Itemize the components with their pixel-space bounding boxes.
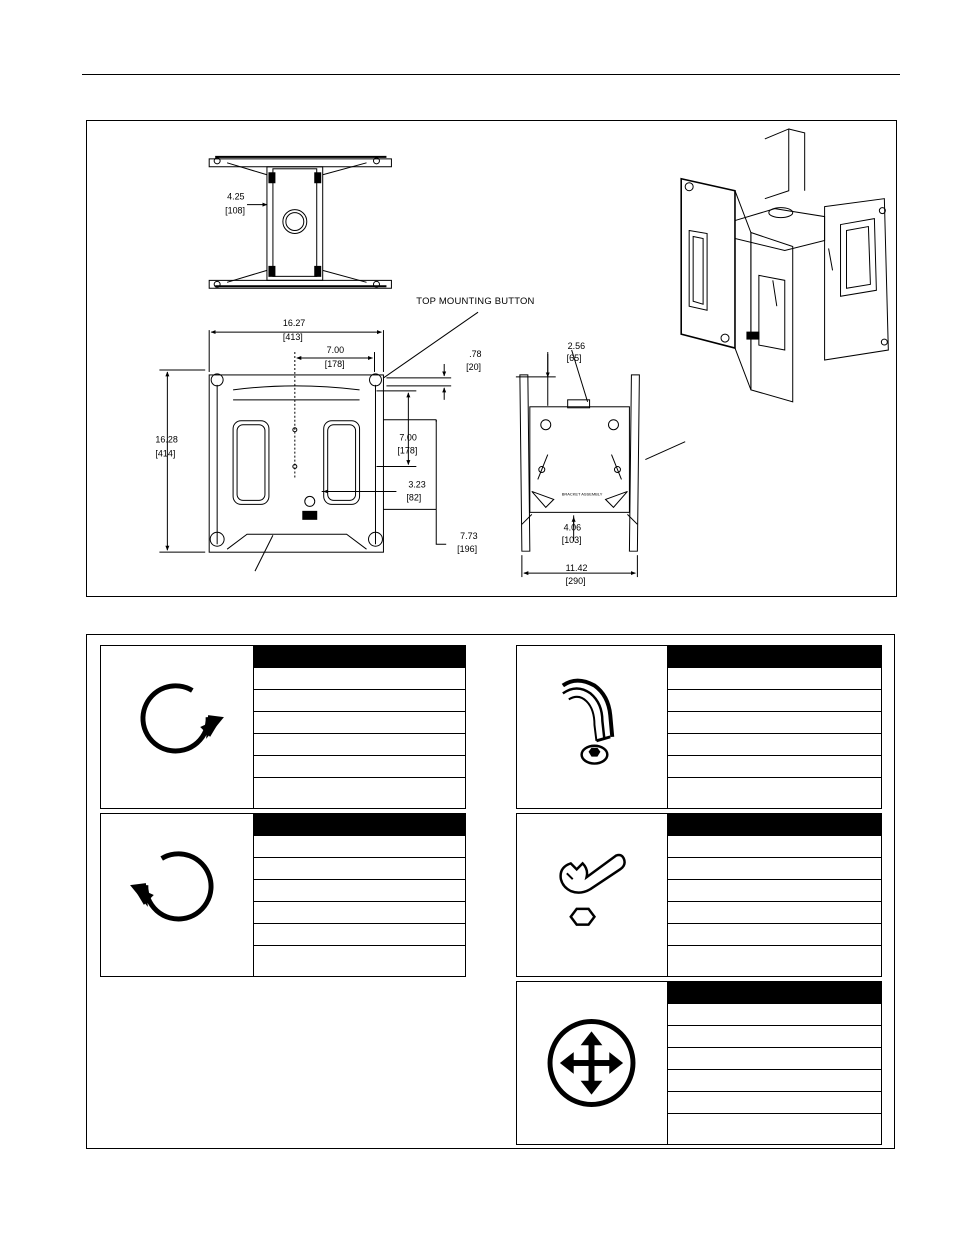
- open-end-wrench-icon: [559, 853, 626, 926]
- legend-row: [668, 778, 881, 800]
- legend-row: [668, 946, 881, 968]
- depth-top-label: 2.56: [568, 341, 585, 351]
- depth-bottom-label: 4.06: [564, 522, 581, 532]
- legend-row: [254, 668, 465, 690]
- overall-height-mm-label: [414]: [155, 449, 175, 459]
- legend-row: [668, 880, 881, 902]
- dimension-drawings: 4.25 [108]: [155, 128, 889, 586]
- legend-row: [668, 902, 881, 924]
- svg-text:BRACKET ASSEMBLY: BRACKET ASSEMBLY: [562, 491, 603, 496]
- legend-row: [254, 836, 465, 858]
- hole-spacing-h-label: 7.00: [327, 345, 344, 355]
- overall-width-mm-label: [413]: [283, 332, 303, 342]
- legend-row: [668, 1114, 881, 1136]
- legend-header: [668, 982, 881, 1004]
- overall-height-label: 16.28: [155, 435, 177, 445]
- legend-box-open-end-wrench: [516, 813, 882, 977]
- legend-row: [668, 1070, 881, 1092]
- legend-row: [254, 858, 465, 880]
- center-offset-label: 3.23: [408, 479, 425, 489]
- legend-row: [668, 858, 881, 880]
- button-offset-label: .78: [469, 349, 481, 359]
- legend-row: [668, 712, 881, 734]
- legend-row: [668, 1026, 881, 1048]
- counterclockwise-rotation-icon: [130, 851, 214, 922]
- legend-row: [254, 734, 465, 756]
- legend-box-allen-wrench: [516, 645, 882, 809]
- legend-header: [254, 646, 465, 668]
- top-view-drawing: [208, 155, 392, 289]
- clockwise-rotation-icon: [140, 683, 224, 754]
- legend-row: [668, 690, 881, 712]
- legend-row: [254, 690, 465, 712]
- legend-box-clockwise: [100, 645, 466, 809]
- legend-header: [254, 814, 465, 836]
- legend-icon-cell: [517, 814, 668, 976]
- top-mounting-button-label: TOP MOUNTING BUTTON: [416, 296, 534, 307]
- legend-row: [668, 1048, 881, 1070]
- legend-panel: [86, 634, 895, 1149]
- legend-icon-cell: [101, 646, 254, 808]
- legend-row: [668, 836, 881, 858]
- legend-row: [668, 1004, 881, 1026]
- hole-spacing-v-mm-label: [178]: [397, 446, 417, 456]
- legend-row: [254, 778, 465, 800]
- legend-rows: [668, 982, 881, 1144]
- hole-spacing-h-mm-label: [178]: [325, 359, 345, 369]
- front-view-drawing: [159, 311, 479, 572]
- legend-row: [668, 924, 881, 946]
- legend-row: [668, 1092, 881, 1114]
- dimensions-panel: 4.25 [108]: [86, 120, 897, 597]
- top-width-label: 4.25: [227, 192, 244, 202]
- overall-width-label: 16.27: [283, 318, 305, 328]
- legend-header: [668, 814, 881, 836]
- header-rule: [82, 74, 900, 75]
- legend-row: [668, 756, 881, 778]
- legend-rows: [668, 646, 881, 808]
- hole-spacing-v-label: 7.00: [399, 433, 416, 443]
- bottom-offset-mm-label: [196]: [457, 544, 477, 554]
- legend-header: [668, 646, 881, 668]
- side-view-drawing: BRACKET ASSEMBLY: [515, 349, 686, 578]
- legend-rows: [668, 814, 881, 976]
- top-width-mm-label: [108]: [225, 206, 245, 216]
- legend-row: [254, 946, 465, 968]
- legend-row: [254, 756, 465, 778]
- allen-wrench-icon: [561, 678, 615, 765]
- center-offset-mm-label: [82]: [406, 492, 421, 502]
- button-offset-mm-label: [20]: [466, 362, 481, 372]
- side-width-mm-label: [290]: [566, 576, 586, 586]
- legend-row: [254, 712, 465, 734]
- side-width-label: 11.42: [566, 563, 588, 573]
- legend-rows: [254, 814, 465, 976]
- legend-row: [254, 880, 465, 902]
- legend-row: [254, 902, 465, 924]
- legend-icon-cell: [517, 646, 668, 808]
- move-adjust-icon: [547, 1019, 636, 1107]
- bottom-offset-label: 7.73: [460, 531, 477, 541]
- legend-box-counterclockwise: [100, 813, 466, 977]
- legend-box-move-adjust: [516, 981, 882, 1145]
- legend-icon-cell: [517, 982, 668, 1144]
- legend-row: [254, 924, 465, 946]
- depth-bottom-mm-label: [103]: [562, 535, 582, 545]
- legend-row: [668, 734, 881, 756]
- depth-top-mm-label: [65]: [567, 353, 582, 363]
- legend-icon-cell: [101, 814, 254, 976]
- legend-row: [668, 668, 881, 690]
- isometric-view-drawing: [680, 128, 889, 403]
- legend-rows: [254, 646, 465, 808]
